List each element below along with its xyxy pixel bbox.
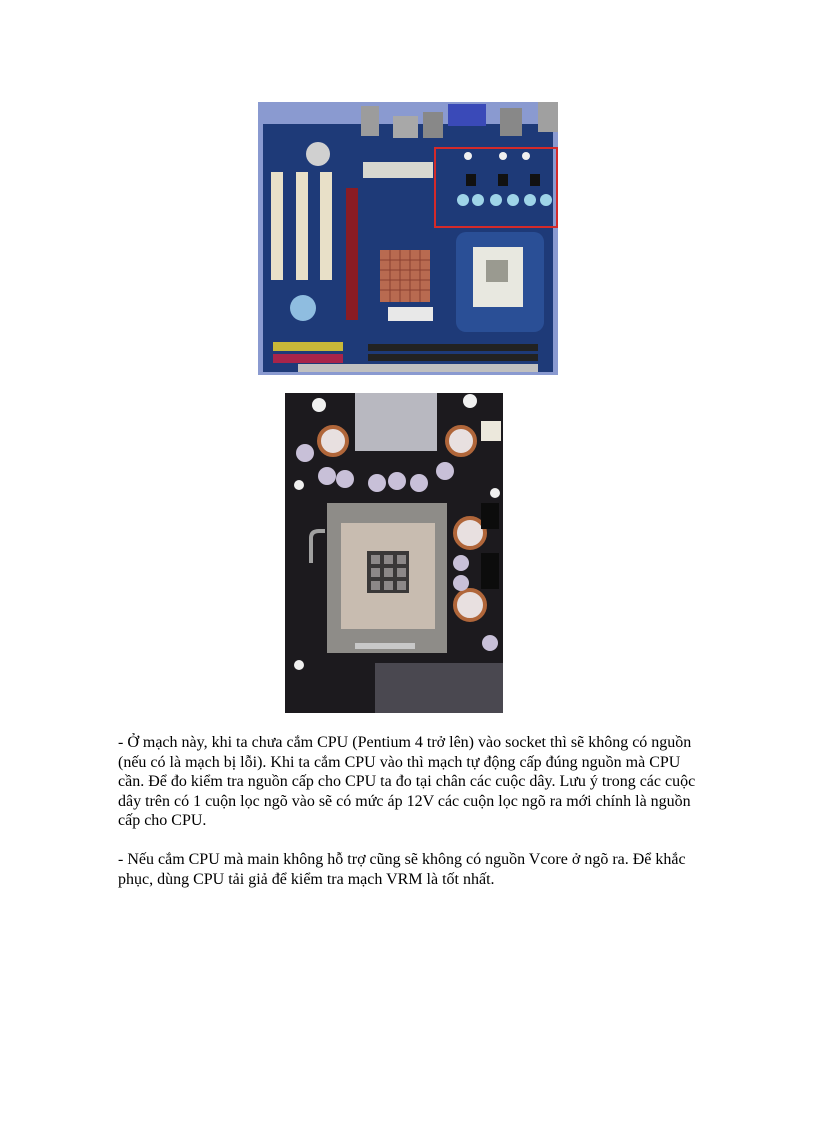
cpu-socket-vrm-closeup-photo [285,393,503,713]
socket-closeup-illustration [285,393,503,713]
paragraph-cpu-power-check: - Ở mạch này, khi ta chưa cắm CPU (Penti… [118,734,696,830]
motherboard-illustration [258,102,558,375]
paragraph-vcore-dummy-load: - Nếu cắm CPU mà main không hỗ trợ cũng … [118,851,686,888]
motherboard-overview-photo [258,102,558,375]
